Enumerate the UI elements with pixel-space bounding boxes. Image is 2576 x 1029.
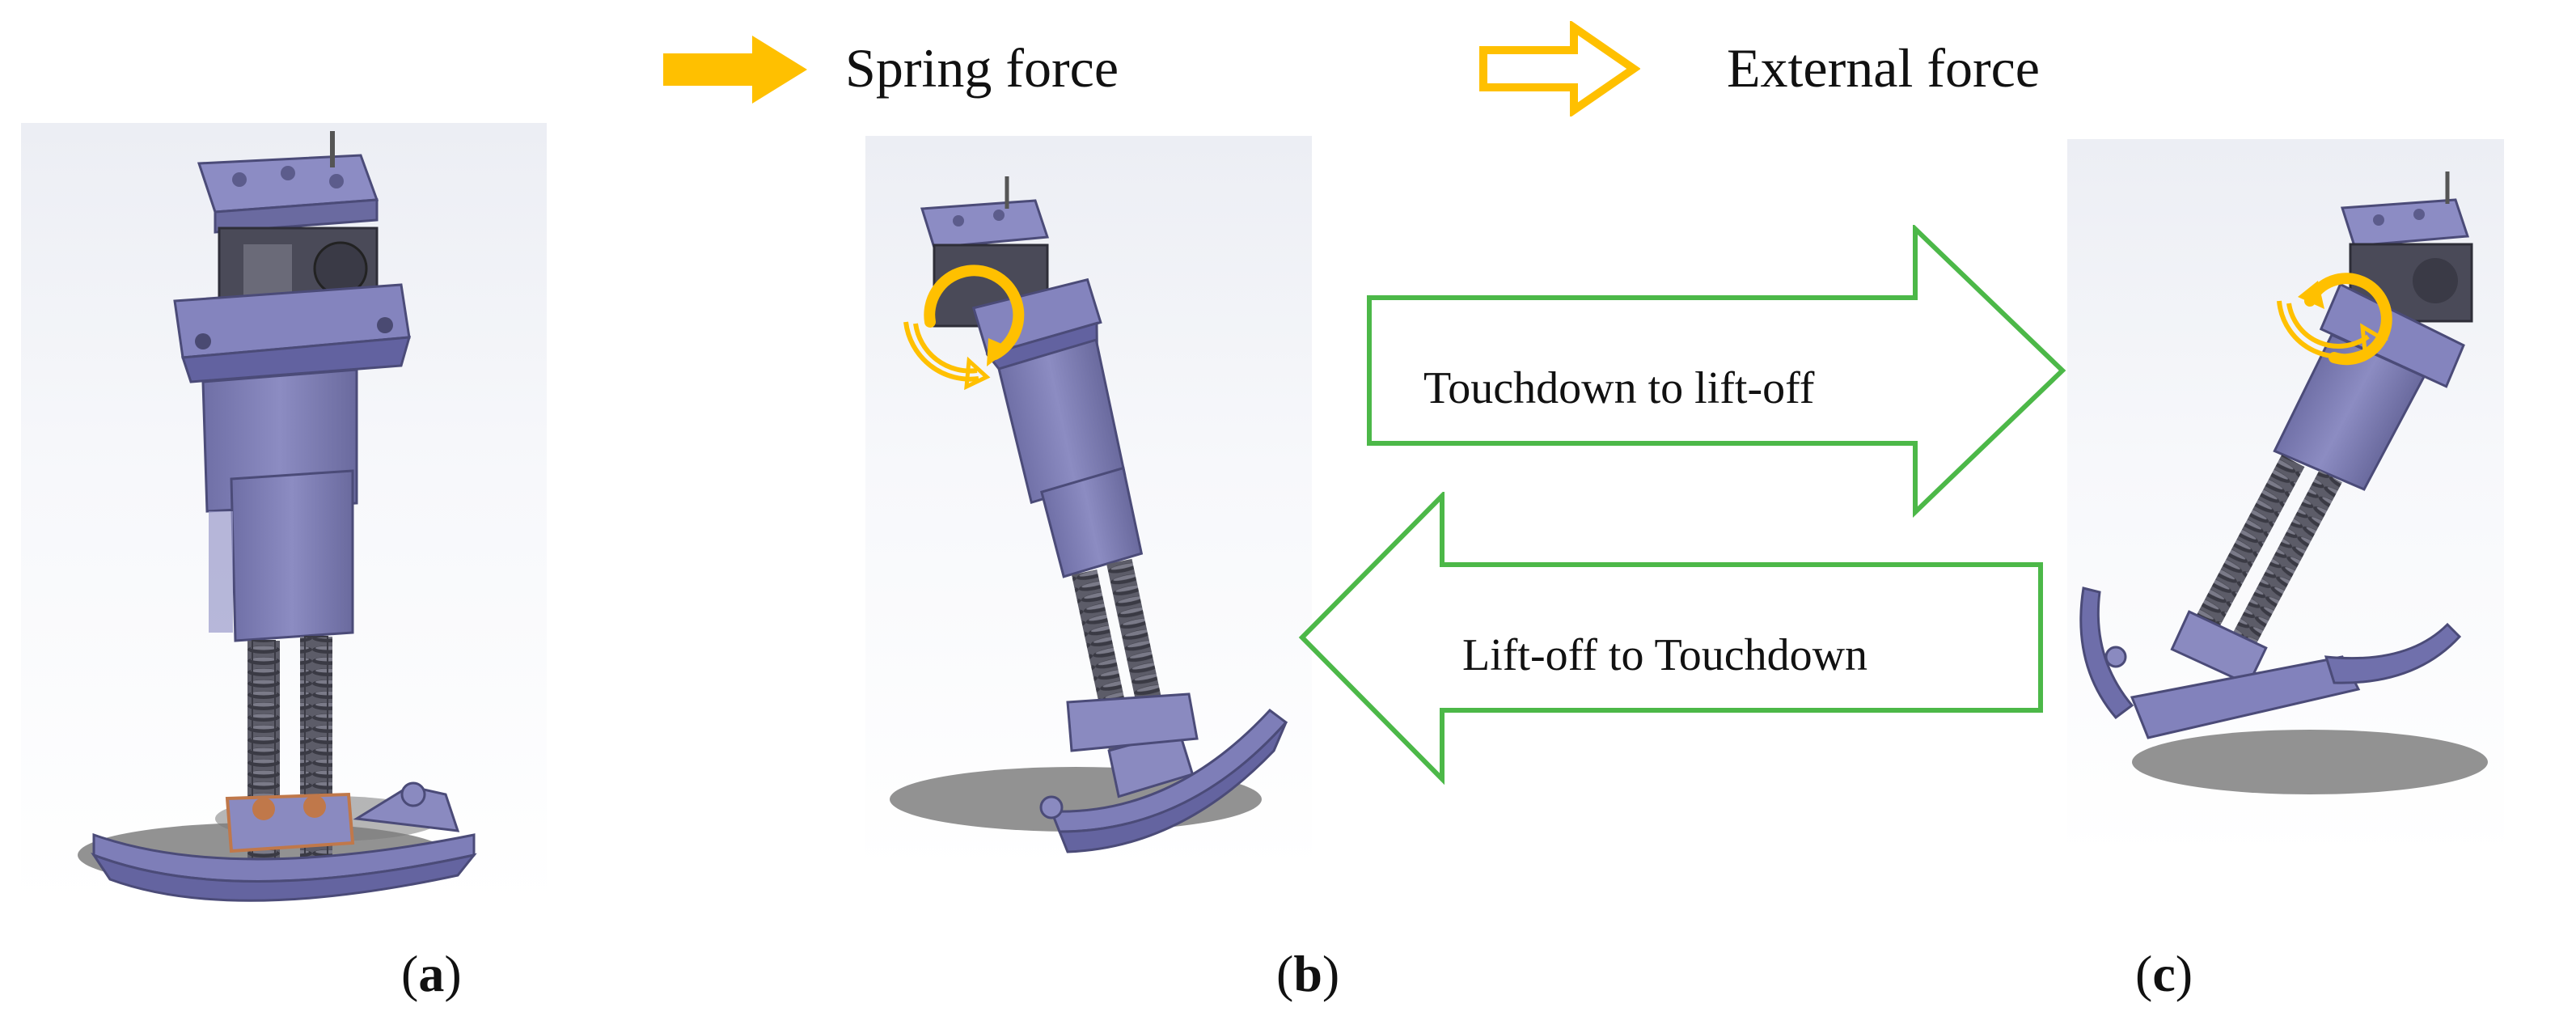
panel-label-a: (a) [401,945,462,1002]
touchdown-to-liftoff-label: Touchdown to lift-off [1423,363,1815,413]
rotation-force-arrows-icon [2277,273,2392,366]
touchdown-to-liftoff-arrow-icon [1367,225,2066,519]
panel-label-b: (b) [1276,945,1340,1002]
liftoff-to-touchdown-arrow-icon [1298,492,2043,786]
leg-model-tilted-touchdown [865,136,1312,872]
panel-b-image [865,136,1312,872]
spring-force-label: Spring force [845,37,1119,99]
leg-model-tilted-liftoff [2067,139,2504,858]
panel-a-image [21,123,547,904]
liftoff-to-touchdown-label: Lift-off to Touchdown [1462,630,1868,680]
leg-model-upright [21,123,547,904]
spring-force-arrow-icon [663,36,807,104]
external-force-arrow-icon [1479,21,1640,116]
panel-label-c: (c) [2135,945,2193,1002]
external-force-label: External force [1727,37,2040,99]
panel-c-image [2067,139,2504,858]
rotation-force-arrows-icon [903,265,1025,391]
